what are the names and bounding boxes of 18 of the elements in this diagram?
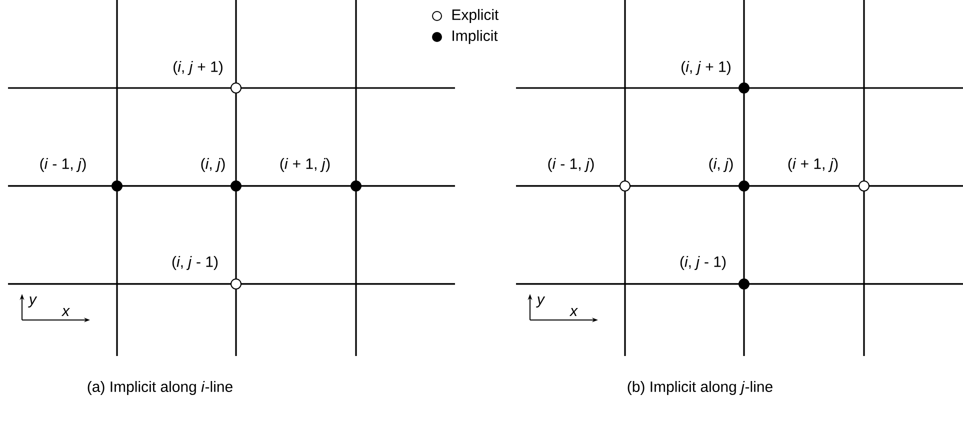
point-label: (i, j - 1)	[172, 256, 218, 270]
point-label: (i + 1, j)	[788, 158, 838, 172]
legend-text: Implicit	[452, 30, 498, 44]
axis-label: y	[536, 296, 546, 308]
axis-label: x	[569, 308, 578, 316]
point-label: (i, j - 1)	[680, 256, 726, 270]
point-label: (i, j + 1)	[174, 61, 222, 75]
caption: (a) Implicit along i-line	[88, 381, 232, 395]
point-label: (i, j)	[201, 158, 225, 172]
point-label: (i, j + 1)	[682, 61, 730, 75]
point-label: (i - 1, j)	[40, 158, 86, 172]
point-label: (i + 1, j)	[280, 158, 330, 172]
legend-text: Explicit	[452, 9, 499, 23]
point-label: (i - 1, j)	[548, 158, 594, 172]
point-label: (i, j)	[709, 158, 733, 172]
axis-label: y	[28, 296, 38, 308]
axis-label: x	[61, 308, 70, 316]
caption: (b) Implicit along j-line	[628, 381, 772, 395]
